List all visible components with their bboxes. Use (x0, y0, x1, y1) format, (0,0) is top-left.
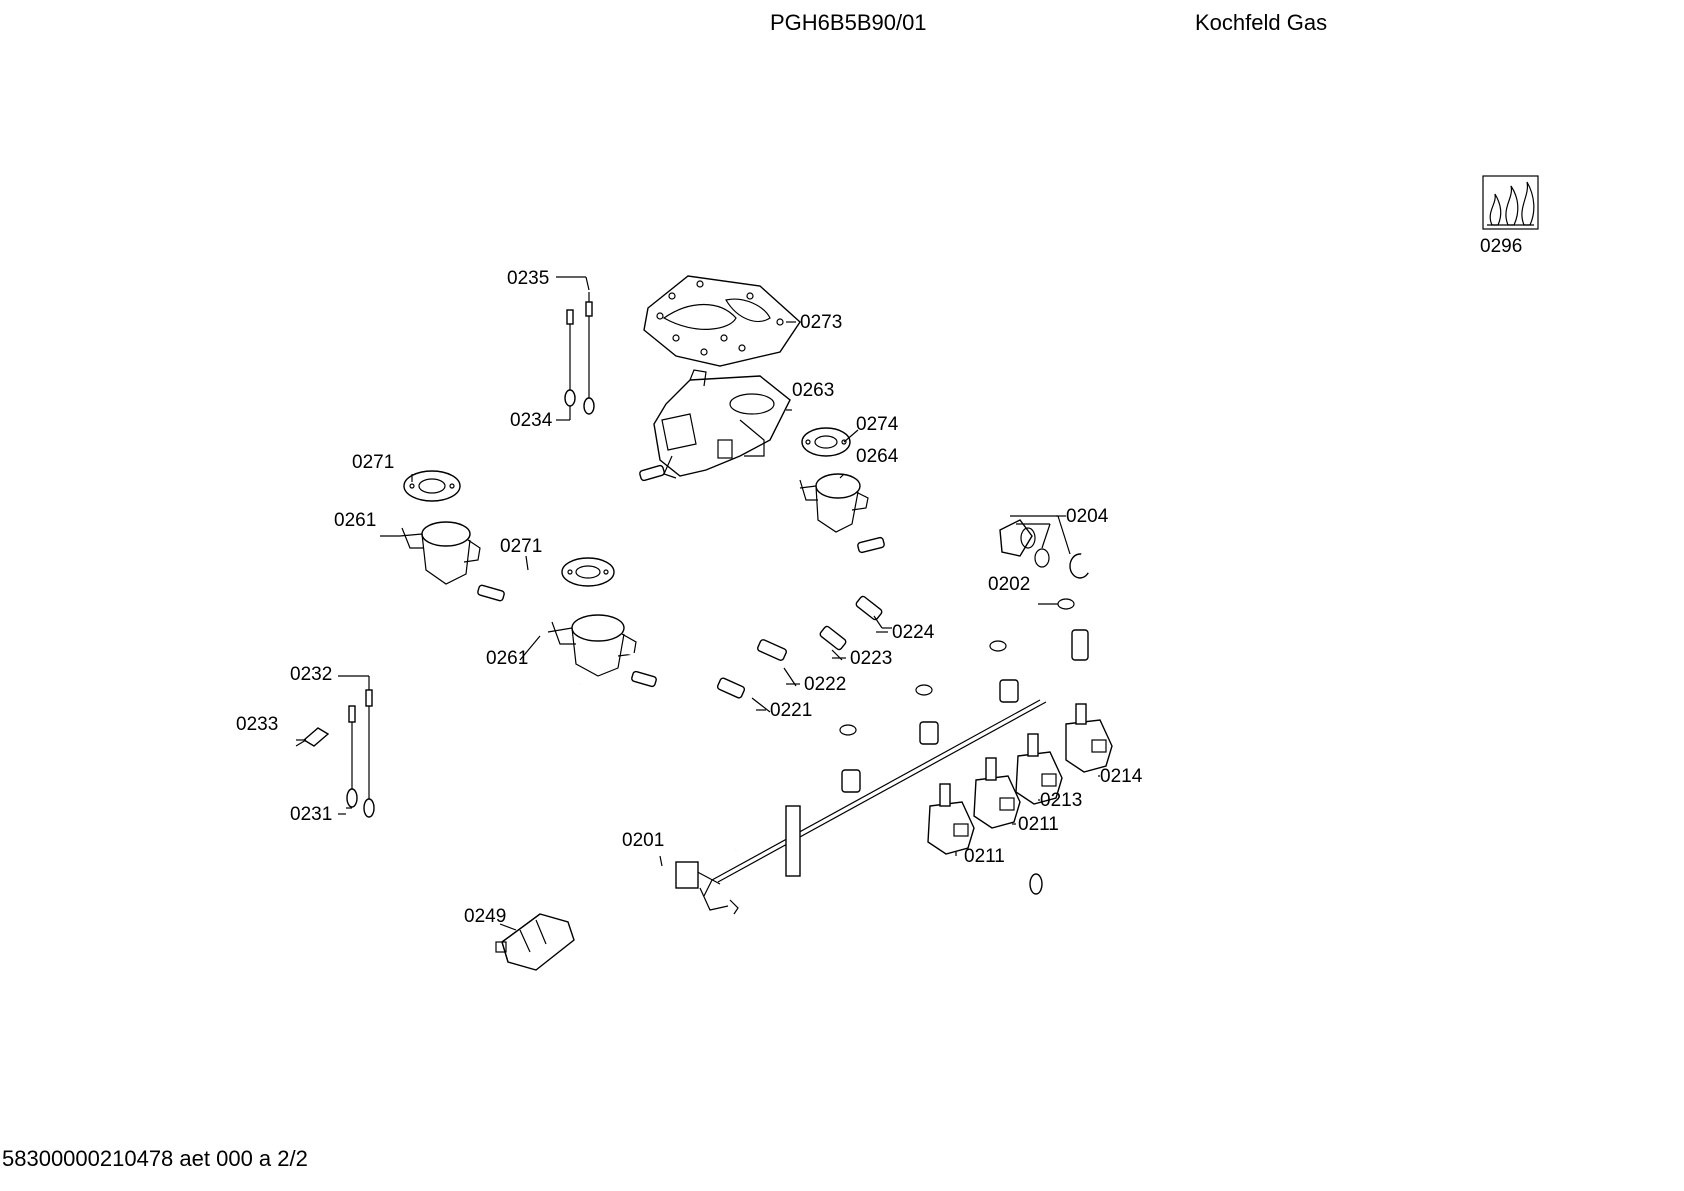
label-0223: 0223 (850, 648, 892, 669)
label-0213: 0213 (1040, 790, 1082, 811)
model-number: PGH6B5B90/01 (770, 10, 927, 35)
label-0201: 0201 (622, 830, 664, 851)
gas-pipes (477, 464, 938, 726)
part-0271-gasket-upper (403, 470, 461, 502)
part-0211-gas-valve-b (927, 783, 975, 855)
part-0273-gasket (643, 275, 801, 367)
label-0261-lower: 0261 (486, 648, 528, 669)
label-0231: 0231 (290, 804, 332, 825)
label-0271-upper: 0271 (352, 452, 394, 473)
part-0261-burner-lower (547, 614, 637, 677)
label-0211-upper: 0211 (1018, 814, 1059, 835)
label-0296: 0296 (1480, 236, 1522, 257)
part-0234-0235-thermocouples (564, 292, 595, 415)
part-0271-gasket-lower (561, 557, 615, 587)
label-0235: 0235 (507, 268, 549, 289)
part-0231-0232-electrodes (346, 682, 375, 818)
document-id: 58300000210478 aet 000 a 2/2 (2, 1146, 308, 1171)
part-0264-burner (799, 473, 869, 533)
label-0221: 0221 (770, 700, 812, 721)
label-0274: 0274 (856, 414, 899, 435)
label-0204: 0204 (1066, 506, 1109, 527)
part-0233-clip (295, 727, 330, 747)
label-0271-lower: 0271 (500, 536, 542, 557)
part-0214-gas-valve (1065, 703, 1113, 773)
part-0263-burner-bracket (653, 369, 791, 479)
part-0211-gas-valve-a (973, 757, 1021, 829)
rail-fittings (841, 629, 1089, 793)
label-0264: 0264 (856, 446, 899, 467)
label-0232: 0232 (290, 664, 332, 685)
part-labels: 0296 0235 0273 0263 0234 0274 0271 0264 … (236, 236, 1522, 927)
label-0214: 0214 (1100, 766, 1143, 787)
label-0234: 0234 (510, 410, 553, 431)
label-0202: 0202 (988, 574, 1030, 595)
part-0249-ignition-module (495, 913, 575, 971)
label-0233: 0233 (236, 714, 278, 735)
label-0222: 0222 (804, 674, 846, 695)
part-0274-gasket (801, 427, 851, 457)
leader-lines (296, 276, 1100, 931)
label-0211-lower: 0211 (964, 846, 1005, 867)
label-0263: 0263 (792, 380, 834, 401)
label-0261-upper: 0261 (334, 510, 376, 531)
label-0249: 0249 (464, 906, 506, 927)
label-dashes (756, 631, 1016, 825)
part-0201-gas-rail (675, 629, 1089, 915)
part-0296-flame-logo (1482, 175, 1539, 230)
part-0261-burner-upper (399, 521, 481, 585)
label-0224: 0224 (892, 622, 935, 643)
diagram-title: Kochfeld Gas (1195, 10, 1328, 35)
part-0204-elbow-and-supply-pipe (999, 519, 1331, 895)
label-0273: 0273 (800, 312, 842, 333)
